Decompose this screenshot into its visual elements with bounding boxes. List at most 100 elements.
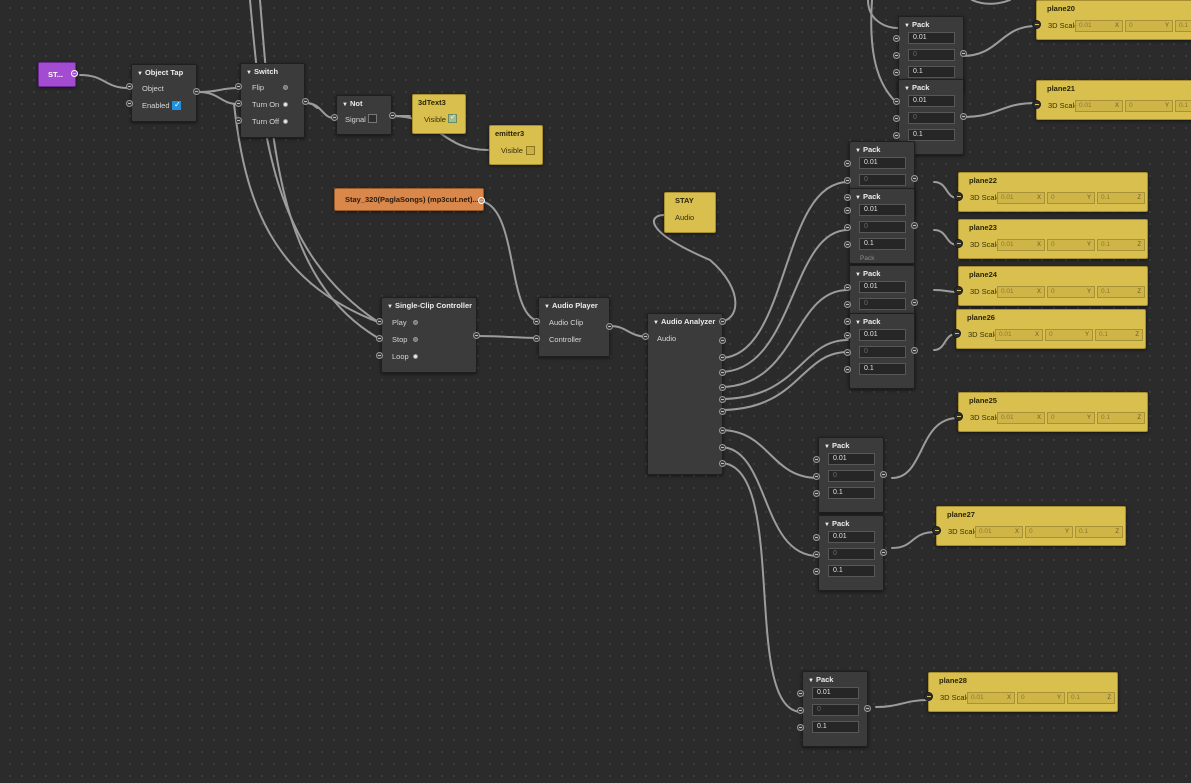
switch-turn-off-port[interactable]: [235, 117, 242, 124]
switch-turn-on-port[interactable]: [235, 100, 242, 107]
pack-x-field[interactable]: 0.01: [859, 204, 906, 216]
controller-output-port[interactable]: [473, 332, 480, 339]
pack-output-port[interactable]: [911, 347, 918, 354]
emitter-visible-checkbox[interactable]: [526, 146, 535, 155]
pack-z-field[interactable]: 0.1: [828, 487, 875, 499]
text3d-visible-checkbox[interactable]: [448, 113, 457, 123]
audio-analyzer-output-port[interactable]: [719, 384, 726, 391]
pack-input-port[interactable]: [844, 318, 851, 325]
plane-input-port[interactable]: [954, 239, 963, 248]
pack-z-field[interactable]: 0.1: [908, 66, 955, 78]
audio-analyzer-output-port[interactable]: [719, 396, 726, 403]
pack-z-field[interactable]: 0.1: [828, 565, 875, 577]
pack-x-field[interactable]: 0.01: [828, 453, 875, 465]
enabled-checkbox[interactable]: [172, 100, 181, 110]
not-output-port[interactable]: [389, 112, 396, 119]
not-signal-port[interactable]: [331, 114, 338, 121]
audio-analyzer-node[interactable]: ▼Audio Analyzer Audio: [647, 313, 723, 475]
audio-player-clip-port[interactable]: [533, 318, 540, 325]
pack-input-port[interactable]: [893, 98, 900, 105]
pack-input-port[interactable]: [844, 160, 851, 167]
pack-z-field[interactable]: 0.1: [859, 238, 906, 250]
pack-y-field[interactable]: 0: [859, 346, 906, 358]
not-signal-checkbox[interactable]: [368, 114, 377, 123]
pack-x-field[interactable]: 0.01: [859, 329, 906, 341]
pack-input-port[interactable]: [844, 194, 851, 201]
pack-y-field[interactable]: 0: [908, 112, 955, 124]
pack-input-port[interactable]: [893, 35, 900, 42]
audio-analyzer-output-port[interactable]: [719, 354, 726, 361]
emitter-patch[interactable]: emitter3 Visible: [489, 125, 543, 165]
switch-flip-port[interactable]: [235, 83, 242, 90]
single-clip-controller-node[interactable]: ▼Single-Clip Controller Play Stop Loop: [381, 297, 477, 373]
pack-x-field[interactable]: 0.01: [812, 687, 859, 699]
pack-input-port[interactable]: [893, 69, 900, 76]
object-tap-node[interactable]: ▼Object Tap Object Enabled: [131, 64, 197, 122]
switch-node[interactable]: ▼Switch Flip Turn On Turn Off: [240, 63, 305, 138]
audio-analyzer-output-port[interactable]: [719, 460, 726, 467]
plane-input-port[interactable]: [932, 526, 941, 535]
pack-output-port[interactable]: [880, 471, 887, 478]
start-patch[interactable]: ST...: [38, 62, 76, 87]
pack-input-port[interactable]: [893, 115, 900, 122]
object-tap-enabled-port[interactable]: [126, 100, 133, 107]
pack-input-port[interactable]: [844, 241, 851, 248]
plane-input-port[interactable]: [1032, 100, 1041, 109]
audio-analyzer-output-port[interactable]: [719, 444, 726, 451]
pack-y-field[interactable]: 0: [859, 174, 906, 186]
audio-player-controller-port[interactable]: [533, 335, 540, 342]
pack-x-field[interactable]: 0.01: [859, 157, 906, 169]
plane-input-port[interactable]: [954, 412, 963, 421]
audio-analyzer-output-port[interactable]: [719, 337, 726, 344]
start-output-port[interactable]: [71, 70, 78, 77]
pack-y-field[interactable]: 0: [859, 221, 906, 233]
pack-z-field[interactable]: 0.1: [812, 721, 859, 733]
audio-clip-asset[interactable]: Stay_320(PaglaSongs) (mp3cut.net)...: [334, 188, 484, 211]
pack-output-port[interactable]: [911, 222, 918, 229]
pack-x-field[interactable]: 0.01: [908, 95, 955, 107]
audio-player-node[interactable]: ▼Audio Player Audio Clip Controller: [538, 297, 610, 357]
pack-input-port[interactable]: [844, 207, 851, 214]
pack-input-port[interactable]: [844, 349, 851, 356]
audio-analyzer-input-port[interactable]: [642, 333, 649, 340]
audio-analyzer-output-port[interactable]: [719, 427, 726, 434]
audio-analyzer-output-port[interactable]: [719, 408, 726, 415]
audio-analyzer-output-port[interactable]: [719, 318, 726, 325]
stay-patch[interactable]: STAY Audio: [664, 192, 716, 233]
plane-input-port[interactable]: [954, 192, 963, 201]
pack-input-port[interactable]: [844, 177, 851, 184]
plane-input-port[interactable]: [954, 286, 963, 295]
switch-output-port[interactable]: [302, 98, 309, 105]
pack-y-field[interactable]: 0: [828, 470, 875, 482]
pack-input-port[interactable]: [844, 284, 851, 291]
pack-y-field[interactable]: 0: [859, 298, 906, 310]
